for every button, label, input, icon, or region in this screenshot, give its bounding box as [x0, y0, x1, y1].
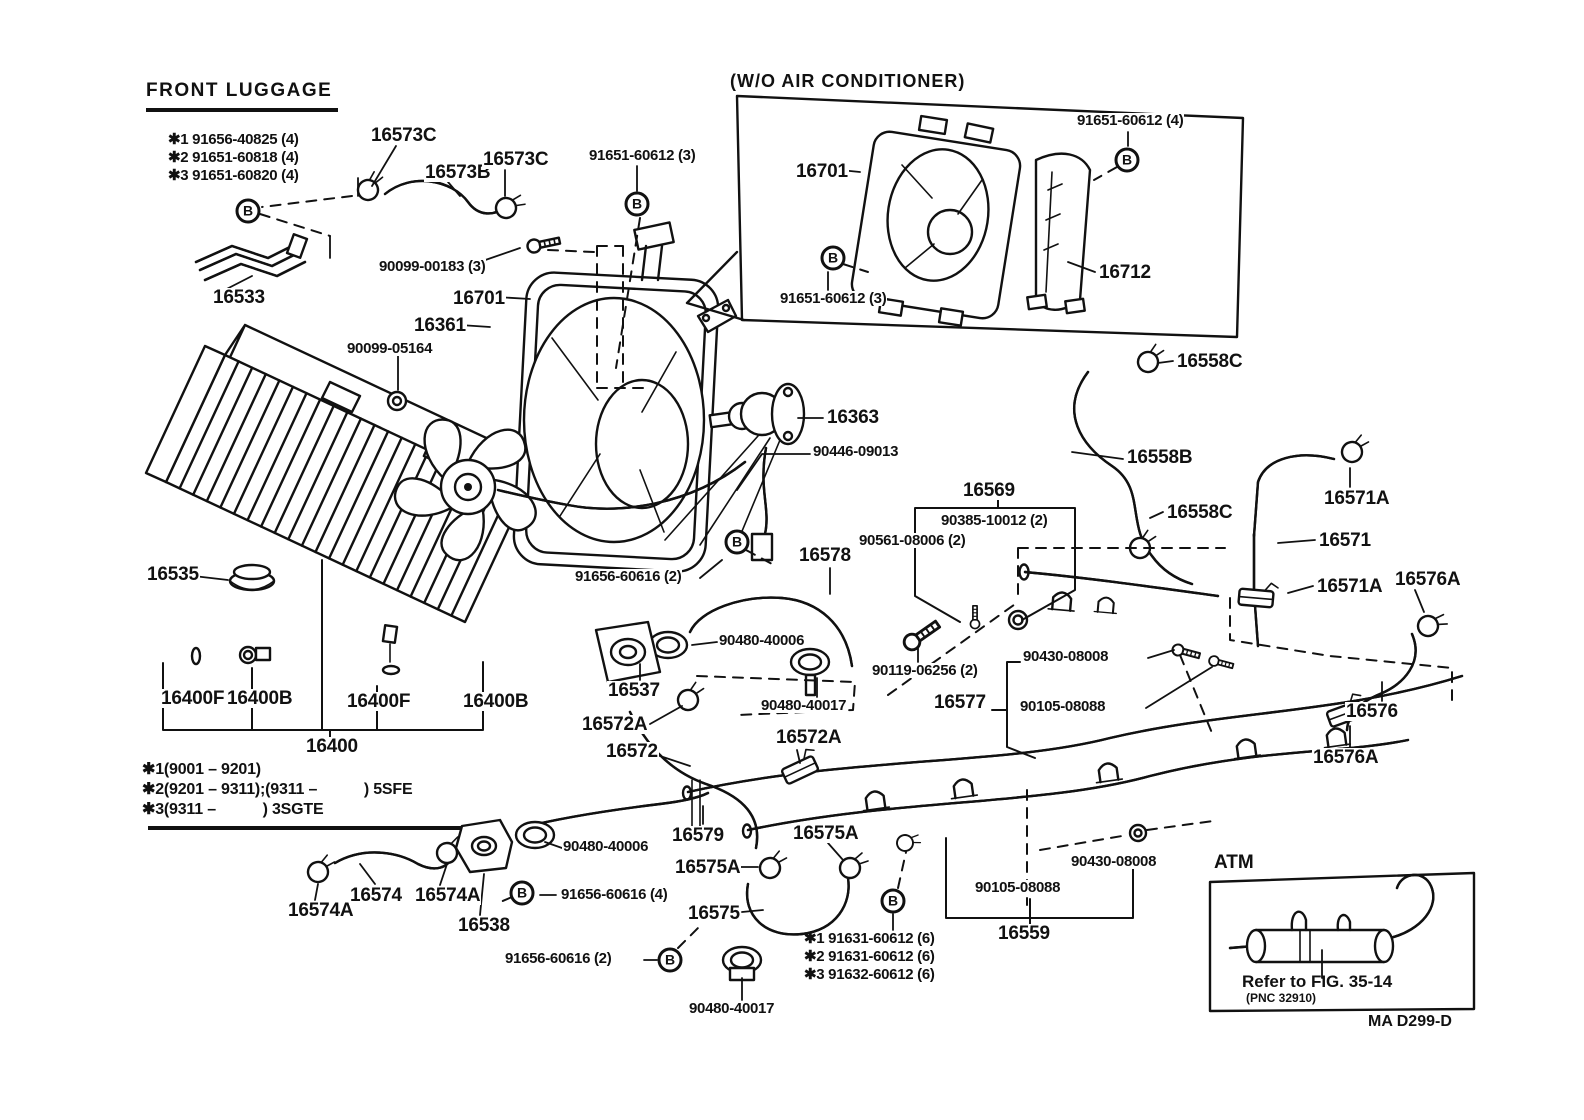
part-label-90385-10012-2-: 90385-10012 (2) — [940, 512, 1049, 529]
part-label-16574a: 16574A — [414, 885, 482, 906]
small-parts — [190, 168, 1451, 982]
dashed-lines — [259, 166, 1453, 949]
bolt-marker-b: B — [657, 947, 683, 973]
bolt-marker-b: B — [724, 529, 750, 555]
part-label-16576a: 16576A — [1394, 569, 1462, 590]
part-label-90430-08008: 90430-08008 — [1022, 648, 1110, 665]
bolt-marker-b: B — [235, 198, 261, 224]
part-label-16573c: 16573C — [370, 125, 438, 146]
part-label-16572: 16572 — [605, 741, 659, 762]
pipe-16533-drawing — [194, 233, 309, 282]
variant-part-notes: ✱1 91656-40825 (4)✱2 91651-60818 (4)✱3 9… — [168, 131, 299, 185]
part-label-16400b: 16400B — [462, 691, 530, 712]
part-label-16400f: 16400F — [160, 688, 226, 709]
part-label-16575: 16575 — [687, 903, 741, 924]
part-label-16574: 16574 — [349, 885, 403, 906]
part-label-16574a: 16574A — [287, 900, 355, 921]
part-label-16575a: 16575A — [792, 823, 860, 844]
part-label-91656-60616-2-: 91656-60616 (2) — [504, 950, 613, 967]
part-label-16400b: 16400B — [226, 688, 294, 709]
part-label-90480-40006: 90480-40006 — [718, 632, 806, 649]
part-label-16579: 16579 — [671, 825, 725, 846]
part-label-90480-40017: 90480-40017 — [688, 1000, 776, 1017]
legend-line: ✱1(9001 – 9201) — [142, 761, 261, 778]
part-label-16701: 16701 — [452, 288, 506, 309]
bolt-marker-b: B — [1114, 147, 1140, 173]
fasteners-line: ✱3 91632-60612 (6) — [804, 966, 935, 983]
part-label-90430-08008: 90430-08008 — [1070, 853, 1158, 870]
part-label-16559: 16559 — [997, 923, 1051, 944]
wo-ac-box-title: (W/O AIR CONDITIONER) — [727, 71, 969, 92]
part-label-90480-40006: 90480-40006 — [562, 838, 650, 855]
part-label-16558b: 16558B — [1126, 447, 1194, 468]
notes-top-line: ✱2 91651-60818 (4) — [168, 149, 299, 166]
bolt-marker-b: B — [880, 888, 906, 914]
part-label-16701: 16701 — [795, 161, 849, 182]
fan-motor-drawing — [664, 382, 806, 562]
part-label-16577: 16577 — [933, 692, 987, 713]
legend-line: ✱3(9311 – ) 3SGTE — [142, 801, 324, 818]
leader-lines — [184, 131, 1425, 1001]
bolt-marker-b: B — [509, 880, 535, 906]
legend-line: ✱2(9201 – 9311);(9311 – ) 5SFE — [142, 781, 413, 798]
part-label-16535: 16535 — [146, 564, 200, 585]
part-label-16569: 16569 — [962, 480, 1016, 501]
part-label-90480-40017: 90480-40017 — [760, 697, 848, 714]
part-label-16400f: 16400F — [346, 691, 412, 712]
part-label-90119-06256-2-: 90119-06256 (2) — [871, 662, 979, 679]
atm-box-title: ATM — [1212, 852, 1256, 874]
part-label-91651-60612-3-: 91651-60612 (3) — [779, 290, 888, 307]
part-label-16573c: 16573C — [482, 149, 550, 170]
part-label-16572a: 16572A — [775, 727, 843, 748]
part-label-91651-60612-4-: 91651-60612 (4) — [1076, 112, 1185, 129]
part-label-90561-08006-2-: 90561-08006 (2) — [858, 532, 967, 549]
part-label-16571a: 16571A — [1323, 488, 1391, 509]
notes-top-line: ✱1 91656-40825 (4) — [168, 131, 299, 148]
part-label-16571a: 16571A — [1316, 576, 1384, 597]
part-label-16576: 16576 — [1345, 701, 1399, 722]
wo-ac-box — [685, 94, 1245, 339]
part-label-16400: 16400 — [305, 736, 359, 757]
part-label-16576a: 16576A — [1312, 747, 1380, 768]
part-label-90105-08088: 90105-08088 — [1019, 698, 1107, 715]
fan-wire-drawing — [496, 460, 747, 510]
atm-box — [1208, 871, 1476, 1013]
fastener-variant-notes: ✱1 91631-60612 (6)✱2 91631-60612 (6)✱3 9… — [804, 930, 935, 984]
legend-divider — [148, 826, 461, 830]
part-label-16575a: 16575A — [674, 857, 742, 878]
part-label-91656-60616-2-: 91656-60616 (2) — [574, 568, 683, 585]
part-label-16533: 16533 — [212, 287, 266, 308]
part-label-16573b: 16573B — [424, 162, 492, 183]
part-label-16578: 16578 — [798, 545, 852, 566]
atm-reference-note: Refer to FIG. 35-14 — [1242, 972, 1393, 991]
part-label-16363: 16363 — [826, 407, 880, 428]
bolt-marker-b: B — [820, 245, 846, 271]
part-label-91651-60612-3-: 91651-60612 (3) — [588, 147, 697, 164]
part-label-90105-08088: 90105-08088 — [974, 879, 1062, 896]
fasteners-line: ✱1 91631-60612 (6) — [804, 930, 935, 947]
part-label-16558c: 16558C — [1176, 351, 1244, 372]
fasteners-line: ✱2 91631-60612 (6) — [804, 948, 935, 965]
atm-pnc-note: (PNC 32910) — [1246, 991, 1317, 1005]
notes-top-line: ✱3 91651-60820 (4) — [168, 167, 299, 184]
page-title: FRONT LUGGAGE — [146, 80, 339, 112]
part-label-16712: 16712 — [1098, 262, 1152, 283]
production-date-legend: ✱1(9001 – 9201) ✱2(9201 – 9311);(9311 – )… — [142, 760, 413, 820]
bolt-marker-b: B — [624, 191, 650, 217]
fan-shroud-drawing — [512, 221, 738, 573]
part-label-16361: 16361 — [413, 315, 467, 336]
figure-code: MA D299-D — [1368, 1013, 1452, 1030]
part-label-16572a: 16572A — [581, 714, 649, 735]
part-label-16571: 16571 — [1318, 530, 1372, 551]
part-label-90099-00183-3-: 90099-00183 (3) — [378, 258, 487, 275]
part-label-90446-09013: 90446-09013 — [812, 443, 900, 460]
part-label-91656-60616-4-: 91656-60616 (4) — [560, 886, 669, 903]
part-label-16558c: 16558C — [1166, 502, 1234, 523]
fan-drawing — [394, 418, 537, 562]
part-label-16537: 16537 — [607, 680, 661, 701]
part-label-16538: 16538 — [457, 915, 511, 936]
part-label-90099-05164: 90099-05164 — [346, 340, 434, 357]
